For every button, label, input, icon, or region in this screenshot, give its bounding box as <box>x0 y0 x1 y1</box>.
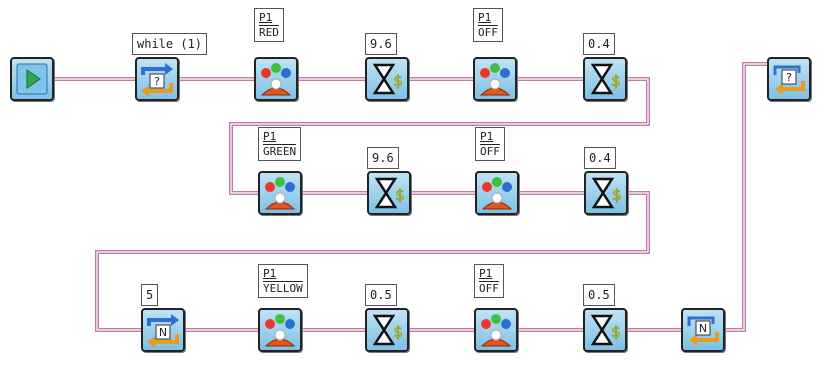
svg-text:?: ? <box>786 71 792 84</box>
light-output-icon <box>264 314 296 347</box>
output-block-off-3[interactable] <box>474 308 518 352</box>
loop-count-label[interactable]: 5 <box>141 284 159 306</box>
wait-block-6[interactable]: $ <box>583 308 627 352</box>
wait-duration-label-4[interactable]: 0.4 <box>584 147 616 169</box>
light-output-icon <box>480 314 512 347</box>
while-loop-block[interactable]: ? <box>135 57 179 101</box>
light-output-icon <box>260 63 292 96</box>
svg-text:$: $ <box>395 186 405 204</box>
output-block-off-1[interactable] <box>473 57 517 101</box>
wait-duration-label-2[interactable]: 0.4 <box>583 33 615 55</box>
wait-duration-label-1[interactable]: 9.6 <box>365 33 397 55</box>
start-block[interactable] <box>10 57 54 101</box>
light-output-icon <box>264 177 296 210</box>
output-label-yellow[interactable]: P1 YELLOW <box>258 264 308 298</box>
light-output-icon <box>481 177 513 210</box>
while-loop-end-block[interactable]: ? <box>767 57 811 101</box>
wait-duration-label-3[interactable]: 9.6 <box>367 147 399 169</box>
wait-block-3[interactable]: $ <box>367 171 411 215</box>
svg-text:?: ? <box>154 75 160 88</box>
svg-text:$: $ <box>611 323 621 341</box>
hourglass-icon: $ <box>590 314 621 346</box>
count-loop-end-block[interactable]: N <box>681 308 725 352</box>
hourglass-icon: $ <box>591 177 622 209</box>
play-icon <box>16 63 48 95</box>
hourglass-icon: $ <box>372 314 403 346</box>
output-block-off-2[interactable] <box>475 171 519 215</box>
wire-countend-loopend <box>725 62 767 332</box>
wait-block-2[interactable]: $ <box>583 57 627 101</box>
wait-block-4[interactable]: $ <box>584 171 628 215</box>
count-loop-end-icon: N <box>687 316 719 346</box>
svg-text:$: $ <box>393 72 403 90</box>
output-label-off-3[interactable]: P1 OFF <box>474 264 504 298</box>
wait-duration-label-6[interactable]: 0.5 <box>583 284 615 306</box>
wait-block-5[interactable]: $ <box>365 308 409 352</box>
count-loop-block[interactable]: N <box>141 308 185 352</box>
output-label-off-2[interactable]: P1 OFF <box>475 127 505 161</box>
svg-text:$: $ <box>612 186 622 204</box>
light-output-icon <box>479 63 511 96</box>
output-block-red[interactable] <box>254 57 298 101</box>
hourglass-icon: $ <box>590 63 621 95</box>
while-loop-end-icon: ? <box>773 65 805 95</box>
output-block-green[interactable] <box>258 171 302 215</box>
svg-text:$: $ <box>611 72 621 90</box>
count-loop-icon: N <box>147 314 179 348</box>
hourglass-icon: $ <box>372 63 403 95</box>
svg-text:$: $ <box>393 323 403 341</box>
hourglass-icon: $ <box>374 177 405 209</box>
svg-text:N: N <box>699 322 707 335</box>
output-label-off-1[interactable]: P1 OFF <box>473 8 503 42</box>
svg-text:N: N <box>159 326 167 339</box>
wait-duration-label-5[interactable]: 0.5 <box>365 284 397 306</box>
output-label-red[interactable]: P1 RED <box>254 8 284 42</box>
output-label-green[interactable]: P1 GREEN <box>258 127 302 161</box>
while-loop-icon: ? <box>141 63 173 97</box>
output-block-yellow[interactable] <box>258 308 302 352</box>
wait-block-1[interactable]: $ <box>365 57 409 101</box>
while-condition-label[interactable]: while (1) <box>132 33 208 55</box>
